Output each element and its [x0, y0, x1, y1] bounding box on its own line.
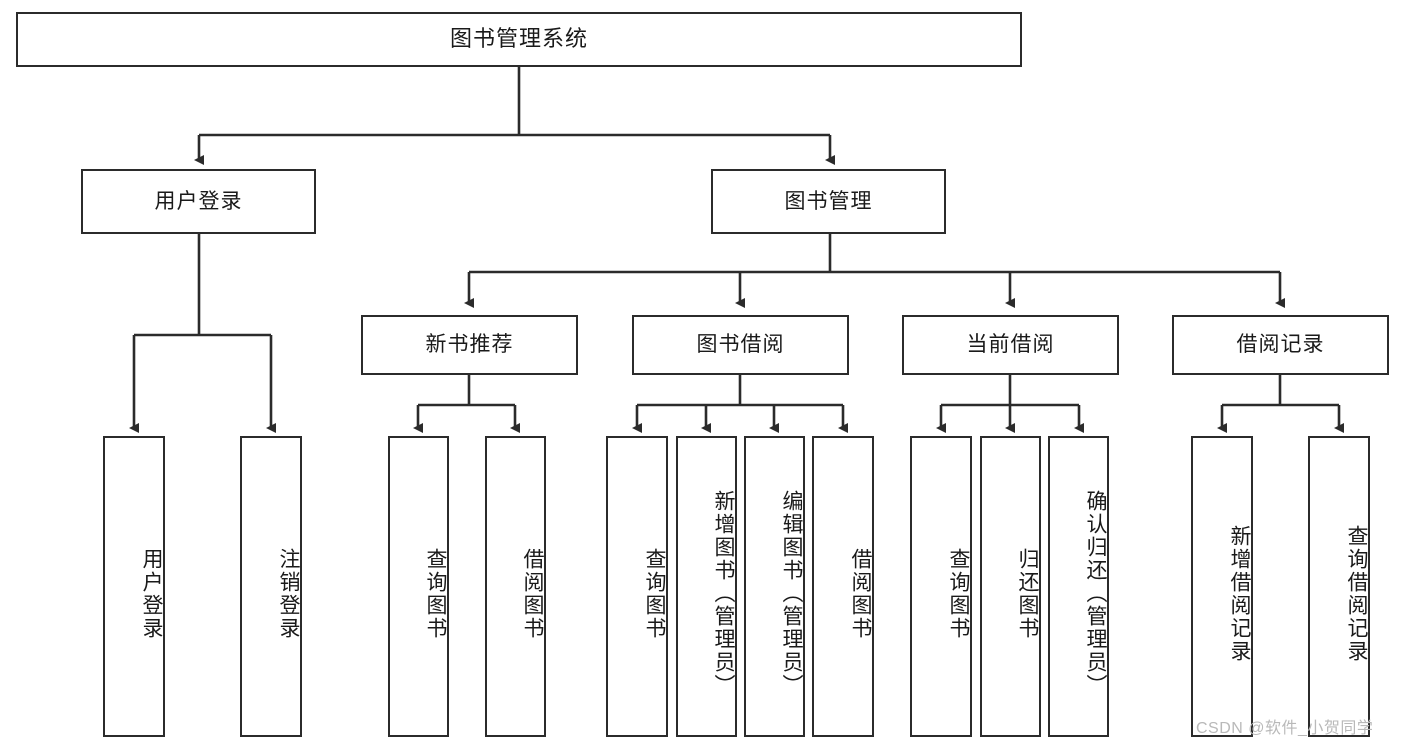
leaf-new-book-query-label: 查询图书 [424, 547, 447, 640]
node-book-management-label: 图书管理 [784, 189, 873, 213]
leaf-book-borrow-add[interactable]: 新增图书（管理员） [676, 436, 737, 737]
leaf-user-login-login-label: 用户登录 [140, 547, 163, 640]
leaf-borrow-record-query[interactable]: 查询借阅记录 [1308, 436, 1370, 737]
leaf-book-borrow-edit[interactable]: 编辑图书（管理员） [744, 436, 805, 737]
leaf-book-borrow-edit-label: 编辑图书（管理员） [780, 490, 803, 697]
leaf-book-borrow-query[interactable]: 查询图书 [606, 436, 668, 737]
leaf-new-book-borrow[interactable]: 借阅图书 [485, 436, 546, 737]
leaf-current-borrow-confirm-return[interactable]: 确认归还（管理员） [1048, 436, 1109, 737]
node-root-system[interactable]: 图书管理系统 [16, 12, 1022, 67]
leaf-user-login-login[interactable]: 用户登录 [103, 436, 165, 737]
node-book-borrow-label: 图书借阅 [696, 333, 785, 357]
leaf-book-borrow-add-label: 新增图书（管理员） [712, 490, 735, 697]
node-borrow-records[interactable]: 借阅记录 [1172, 315, 1389, 375]
leaf-book-borrow-query-label: 查询图书 [643, 547, 666, 640]
node-borrow-records-label: 借阅记录 [1236, 333, 1325, 357]
leaf-new-book-query[interactable]: 查询图书 [388, 436, 449, 737]
leaf-user-login-logout[interactable]: 注销登录 [240, 436, 302, 737]
leaf-borrow-record-add[interactable]: 新增借阅记录 [1191, 436, 1253, 737]
node-user-login[interactable]: 用户登录 [81, 169, 316, 234]
leaf-user-login-logout-label: 注销登录 [277, 547, 300, 640]
leaf-book-borrow-borrow-label: 借阅图书 [849, 547, 872, 640]
node-book-management[interactable]: 图书管理 [711, 169, 946, 234]
leaf-book-borrow-borrow[interactable]: 借阅图书 [812, 436, 874, 737]
leaf-current-borrow-confirm-return-label: 确认归还（管理员） [1084, 490, 1107, 697]
node-current-borrow-label: 当前借阅 [966, 333, 1055, 357]
leaf-borrow-record-add-label: 新增借阅记录 [1228, 524, 1251, 663]
node-new-book-recommend[interactable]: 新书推荐 [361, 315, 578, 375]
node-new-book-recommend-label: 新书推荐 [425, 333, 514, 357]
leaf-current-borrow-query[interactable]: 查询图书 [910, 436, 972, 737]
node-current-borrow[interactable]: 当前借阅 [902, 315, 1119, 375]
node-book-borrow[interactable]: 图书借阅 [632, 315, 849, 375]
node-root-system-label: 图书管理系统 [449, 26, 588, 52]
leaf-current-borrow-query-label: 查询图书 [947, 547, 970, 640]
leaf-new-book-borrow-label: 借阅图书 [521, 547, 544, 640]
leaf-current-borrow-return[interactable]: 归还图书 [980, 436, 1041, 737]
node-user-login-label: 用户登录 [154, 189, 243, 213]
leaf-borrow-record-query-label: 查询借阅记录 [1345, 524, 1368, 663]
leaf-current-borrow-return-label: 归还图书 [1016, 547, 1039, 640]
